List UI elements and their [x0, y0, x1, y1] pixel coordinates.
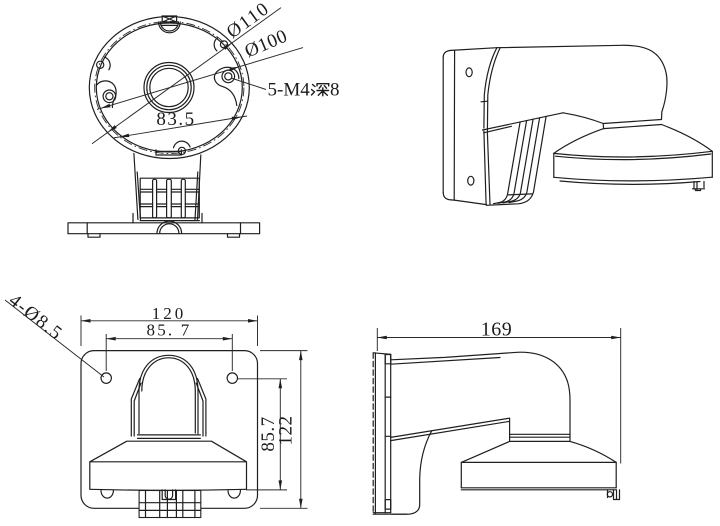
svg-text:85. 7: 85. 7 [147, 320, 192, 339]
svg-text:5-M4: 5-M4 [268, 80, 311, 101]
svg-text:85.7: 85.7 [258, 416, 279, 451]
svg-text:122: 122 [276, 416, 297, 446]
svg-text:169: 169 [481, 318, 513, 340]
svg-text:83.5: 83.5 [156, 109, 195, 130]
svg-text:120: 120 [152, 304, 187, 323]
svg-text:8: 8 [330, 80, 340, 101]
